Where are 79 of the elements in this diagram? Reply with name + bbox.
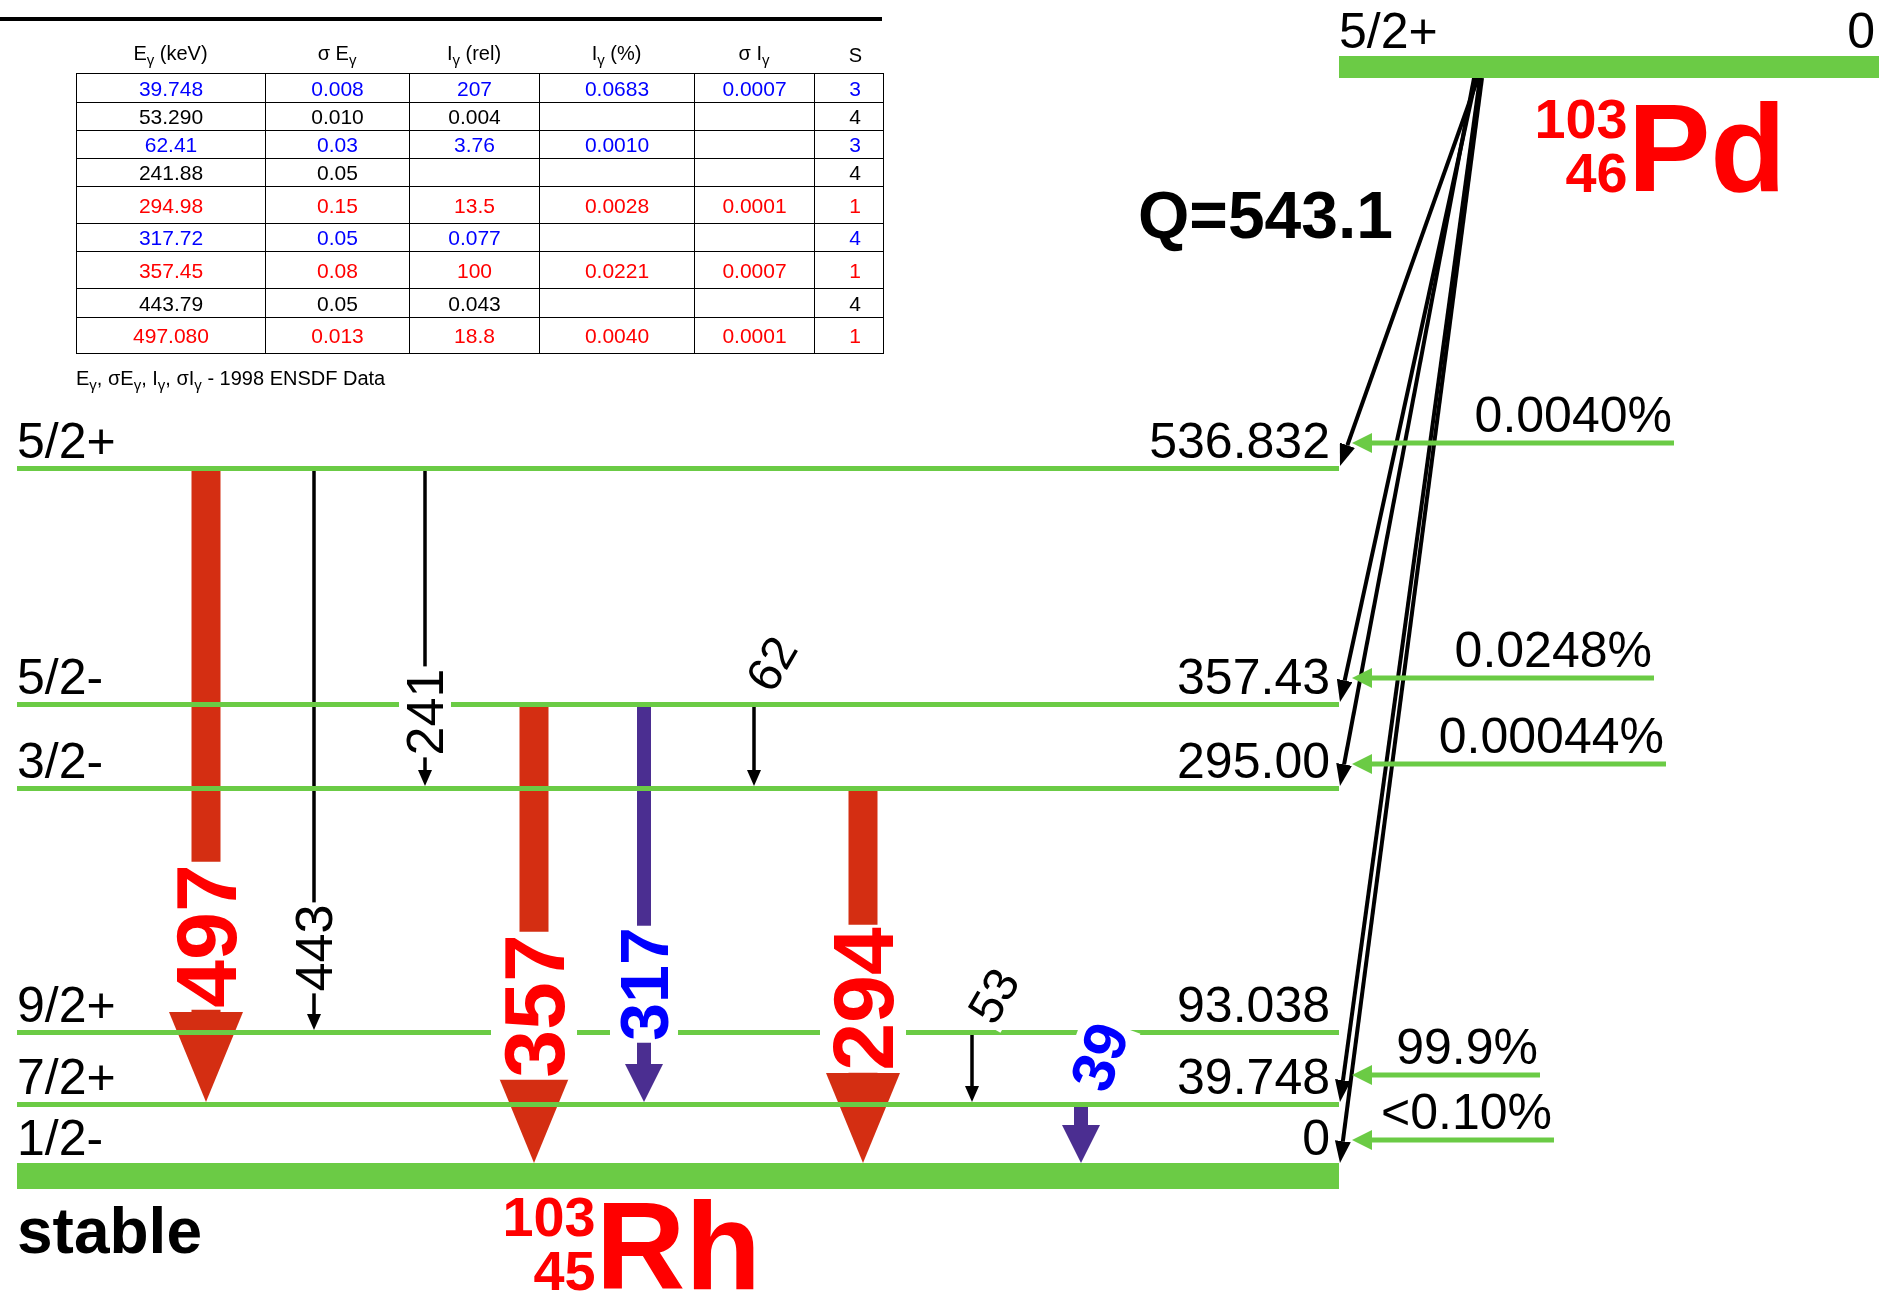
table-cell: 0.0040 — [584, 325, 650, 346]
table-cell: 0.0028 — [584, 194, 650, 216]
table-cell: 3.76 — [454, 134, 495, 155]
arrow — [1339, 77, 1480, 466]
table-cell: 0.008 — [311, 77, 364, 99]
table-cell: 3 — [849, 77, 861, 99]
arrow — [1352, 668, 1654, 688]
table-cell: 357.45 — [138, 259, 204, 281]
spin-label: 1/2- — [17, 1113, 104, 1163]
table-cell: 443.79 — [138, 292, 204, 314]
energy-label: 536.832 — [1149, 416, 1330, 466]
table-cell: 207 — [456, 77, 492, 99]
table-cell: 0.043 — [448, 292, 501, 314]
table-cell: 1 — [849, 325, 861, 346]
energy-label: 0 — [1302, 1113, 1330, 1163]
table-cell: 0.013 — [311, 325, 364, 346]
column-header: σ E$_{γ}$ — [317, 42, 357, 67]
table-cell: 0.0221 — [584, 259, 650, 281]
edge-label: 357 — [491, 932, 577, 1080]
table-cell: 4 — [849, 227, 861, 248]
column-header: I$_{γ}$ (rel) — [446, 42, 502, 67]
table-cell: 4 — [849, 292, 861, 314]
table-cell: 0.0010 — [584, 134, 650, 155]
table-cell: 0.010 — [311, 106, 364, 127]
table-cell: 0.077 — [448, 227, 501, 248]
column-header: I$_{γ}$ (%) — [591, 42, 642, 67]
spin-label: 5/2+ — [1339, 6, 1438, 56]
table-cell: 0.0001 — [722, 194, 787, 216]
table-cell: 0.05 — [317, 292, 358, 314]
edge-label: 241 — [399, 666, 451, 758]
table-cell: 0.0007 — [722, 259, 787, 281]
spin-label: 9/2+ — [17, 980, 116, 1030]
spin-label: 3/2- — [17, 736, 104, 786]
table-cell: 317.72 — [138, 227, 204, 248]
spin-label: 5/2+ — [17, 416, 116, 466]
table-cell: 3 — [849, 134, 861, 155]
table-cell: 62.41 — [144, 134, 198, 155]
table-cell: 53.290 — [138, 106, 204, 127]
energy-label: 39.748 — [1177, 1052, 1330, 1102]
table-cell: 39.748 — [138, 77, 204, 99]
spin-label: 7/2+ — [17, 1052, 116, 1102]
arrow — [747, 707, 761, 786]
energy-label: 295.00 — [1177, 736, 1330, 786]
arrow — [1352, 754, 1666, 774]
table-cell: 13.5 — [454, 194, 495, 216]
table-cell: 0.08 — [317, 259, 358, 281]
table-cell: 0.05 — [317, 227, 358, 248]
energy-label: 0 — [1847, 6, 1875, 56]
table-cell: 0.004 — [448, 106, 501, 127]
table-cell: 0.03 — [317, 134, 358, 155]
table-cell: 1 — [849, 259, 861, 281]
table-cell: 294.98 — [138, 194, 204, 216]
energy-label: 93.038 — [1177, 980, 1330, 1030]
column-header: E$_{γ}$ (keV) — [133, 42, 208, 67]
source-note: E$_{γ}$, σE$_{γ}$, I$_{γ}$, σI$_{γ}$ - 1998 ENSDF Data — [76, 368, 386, 392]
table-cell: 1 — [849, 194, 861, 216]
edge-label: 317 — [610, 925, 678, 1043]
table-cell: 241.88 — [138, 162, 204, 183]
table-cell: 4 — [849, 162, 861, 183]
energy-label: 357.43 — [1177, 652, 1330, 702]
state-label: stable — [17, 1199, 202, 1263]
table-cell: 0.05 — [317, 162, 358, 183]
table-cell: 0.0683 — [584, 77, 650, 99]
table-cell: 18.8 — [454, 325, 495, 346]
column-header: S — [848, 44, 862, 65]
table-cell: 497.080 — [133, 325, 209, 346]
edge-label: 294 — [820, 925, 906, 1073]
column-header: σ I$_{γ}$ — [738, 42, 770, 67]
arrow — [1352, 433, 1674, 453]
table-cell: 0.0007 — [722, 77, 787, 99]
arrow — [1062, 1107, 1100, 1163]
table-cell: 0.15 — [317, 194, 358, 216]
table-cell: 100 — [456, 259, 492, 281]
spin-label: 5/2- — [17, 652, 104, 702]
table-cell: 4 — [849, 106, 861, 127]
arrow — [965, 1035, 979, 1102]
table-cell: 0.0001 — [722, 325, 787, 346]
arrow — [1352, 1130, 1554, 1150]
arrow — [1352, 1065, 1540, 1085]
